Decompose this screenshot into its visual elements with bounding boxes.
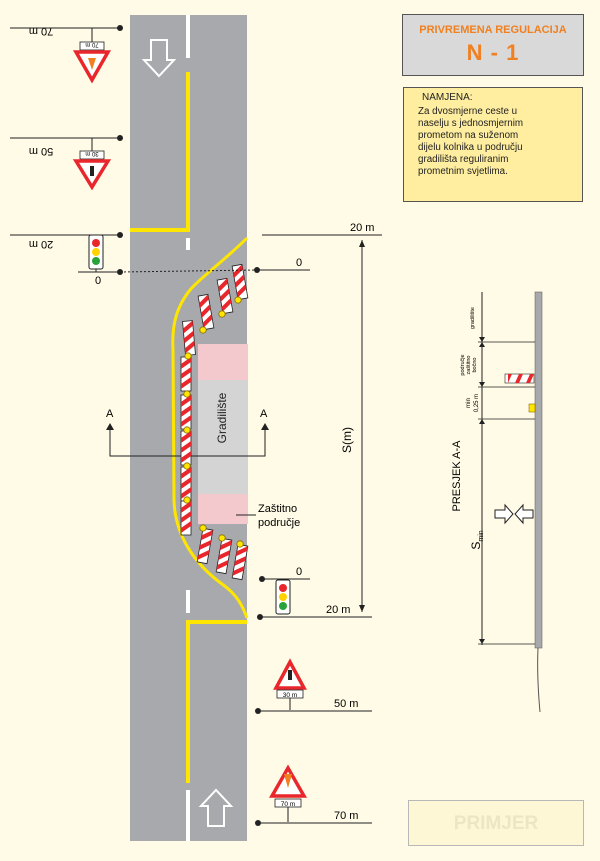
left-distance-70: 70 m [29, 25, 53, 37]
left-sign-text-70: 70 m [85, 41, 98, 47]
length-label: S(m) [340, 427, 354, 453]
right-marker-20-bottom: 20 m [257, 604, 372, 620]
cs-worksite-label: gradilište [470, 307, 476, 329]
left-sign-50: 50 m 30 m [10, 135, 123, 191]
cs-min-label-1: min [466, 398, 472, 408]
purpose-line: gradilišta reguliranim [418, 154, 509, 165]
yellow-taper-line [171, 236, 249, 619]
left-sign-70: 70 m 70 m [10, 25, 123, 84]
left-distance-0: 0 [95, 275, 101, 287]
purpose-line: Za dvosmjerne ceste u [418, 106, 518, 117]
right-sign-text-30: 30 m [283, 692, 297, 699]
left-sign-text-30: 30 m [85, 150, 98, 156]
yellow-stop-line-bottom [186, 620, 247, 783]
left-distance-50: 50 m [29, 145, 53, 157]
cs-side-label-3: područje [460, 354, 466, 375]
right-sign-50: 30 m 50 m [255, 658, 372, 714]
purpose-text: Za dvosmjerne ceste u naselju s jednosmj… [418, 106, 576, 178]
purpose-line: prometnim svjetlima. [418, 166, 508, 177]
protection-label-line2: područje [258, 517, 300, 529]
purpose-line: naselju s jednosmjernim [418, 118, 524, 129]
left-sign-20: 20 m [10, 232, 123, 272]
right-distance-20-bottom: 20 m [326, 604, 350, 616]
cs-side-label-1: bočno [472, 358, 478, 373]
right-distance-0-bottom: 0 [296, 566, 302, 578]
right-marker-20-top: 20 m [262, 222, 382, 236]
left-distance-20: 20 m [29, 238, 53, 250]
direction-arrow-icon [198, 788, 234, 827]
example-label: PRIMJER [408, 800, 584, 846]
work-zone-label: Gradilište [215, 392, 229, 443]
right-distance-70: 70 m [334, 810, 358, 822]
title-line-2: N - 1 [466, 40, 520, 65]
cross-section-road [534, 291, 543, 649]
left-zero-line: 0 [78, 269, 259, 287]
purpose-box: NAMJENA: Za dvosmjerne ceste u naselju s… [403, 87, 583, 202]
direction-arrow-icon [494, 503, 514, 525]
right-marker-0-bottom: 0 [259, 566, 310, 615]
title-box: PRIVREMENA REGULACIJA N - 1 [402, 14, 584, 76]
right-sign-text-70: 70 m [281, 801, 295, 808]
cross-section-lamp [528, 403, 536, 413]
section-marker-left: A [106, 408, 114, 420]
direction-arrow-icon [141, 39, 177, 78]
protection-label-line1: Zaštitno [258, 503, 297, 515]
cross-section: gradilište bočno zaštitno područje min 0… [451, 291, 543, 713]
protection-zone-bottom [198, 494, 248, 524]
cs-side-label-2: zaštitno [466, 356, 472, 375]
traffic-light-icon [88, 234, 104, 270]
right-distance-0-top: 0 [296, 257, 302, 269]
title-line-1: PRIVREMENA REGULACIJA [419, 24, 567, 36]
right-distance-50: 50 m [334, 698, 358, 710]
cross-section-title: PRESJEK A-A [451, 440, 463, 512]
purpose-line: prometom na suženom [418, 130, 519, 141]
protection-zone-top [198, 344, 248, 380]
right-sign-70: 70 m 70 m [255, 764, 372, 826]
yellow-stop-line-top [130, 72, 190, 232]
right-marker-0-top: 0 [254, 257, 310, 273]
direction-arrow-icon [514, 503, 534, 525]
cs-smin-label: Smin [469, 530, 485, 549]
cs-min-label-2: 0,25 m [474, 394, 480, 412]
length-dimension: S(m) [340, 240, 365, 612]
purpose-heading: NAMJENA: [422, 92, 473, 103]
purpose-line: dijelu kolnika u području [418, 142, 523, 153]
right-distance-20-top: 20 m [350, 222, 374, 234]
traffic-light-icon [275, 579, 291, 615]
section-marker-right: A [260, 408, 268, 420]
